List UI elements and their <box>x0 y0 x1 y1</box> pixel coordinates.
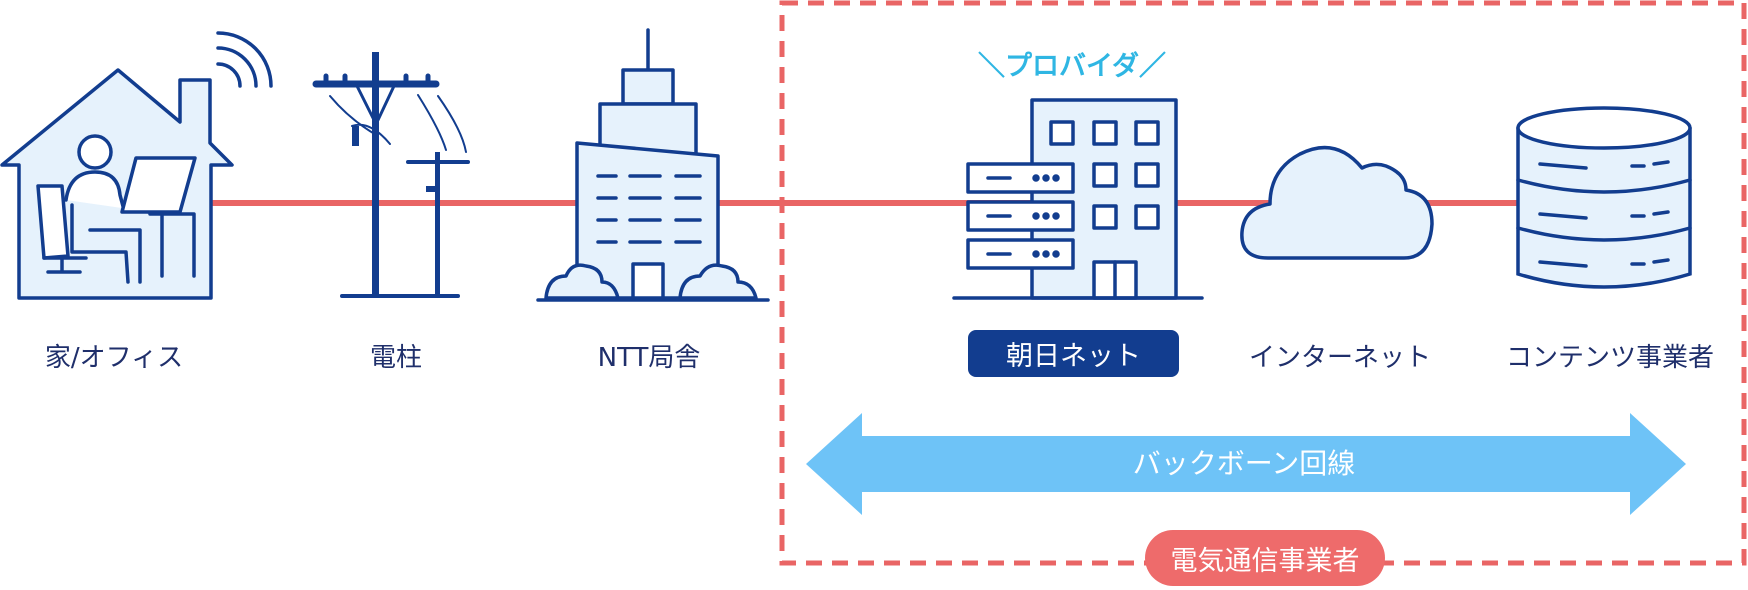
asahi-badge: 朝日ネット <box>968 330 1179 377</box>
pole-label: 電柱 <box>369 343 423 373</box>
provider-tag: ＼プロバイダ／ <box>978 51 1166 82</box>
house-with-person-icon <box>0 31 273 300</box>
home-label: 家/オフィス <box>44 343 184 373</box>
content-label: コンテンツ事業者 <box>1505 343 1715 373</box>
cloud-icon <box>1240 145 1434 260</box>
telecom-badge: 電気通信事業者 <box>1145 530 1385 586</box>
ntt-label: NTT局舎 <box>597 343 701 373</box>
backbone-arrow <box>806 413 1686 515</box>
backbone-label: バックボーン回線 <box>1132 447 1356 480</box>
office-building-icon <box>536 28 770 302</box>
database-icon <box>1516 106 1692 289</box>
utility-pole-icon <box>312 52 470 298</box>
internet-label: インターネット <box>1248 343 1432 373</box>
server-building-icon <box>952 98 1204 300</box>
